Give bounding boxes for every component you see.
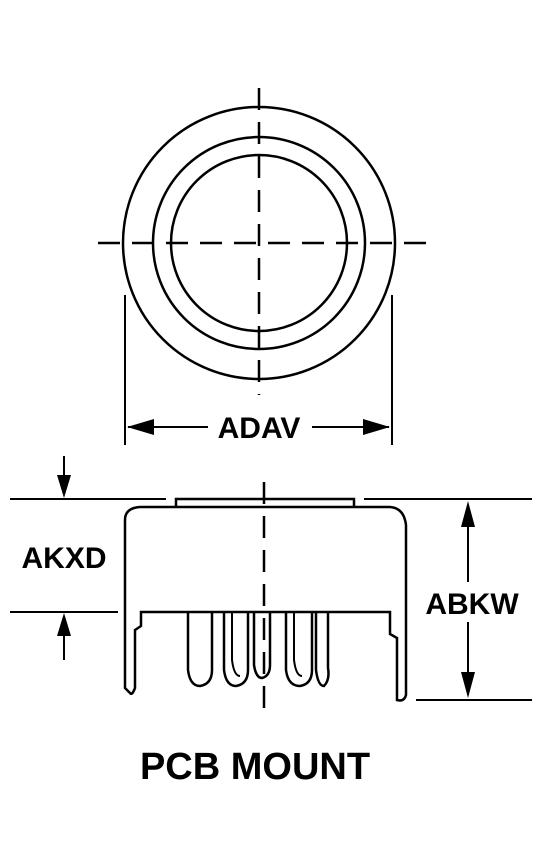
diameter-dimension: ADAV: [124, 295, 393, 445]
pin-2-inner: [231, 612, 241, 677]
top-height-label: AKXD: [21, 542, 106, 575]
top-height-dimension: AKXD: [10, 456, 166, 660]
pin-5: [314, 612, 330, 688]
pin-3: [252, 612, 272, 680]
side-view: [123, 482, 408, 708]
arrowhead-right: [363, 419, 390, 435]
arrowhead-up: [461, 501, 475, 527]
pin-4-inner: [293, 612, 303, 677]
total-height-label: ABKW: [425, 588, 519, 621]
arrowhead-bottom: [57, 613, 71, 636]
arrowhead-left: [127, 419, 154, 435]
total-height-dimension: ABKW: [364, 498, 532, 701]
pin-4: [284, 612, 314, 688]
figure-caption: PCB MOUNT: [140, 746, 370, 788]
pin-2: [222, 612, 250, 688]
pin-1: [186, 612, 214, 688]
housing-profile: [123, 505, 408, 702]
top-view: [98, 88, 428, 395]
arrowhead-top: [57, 475, 71, 498]
top-cap: [174, 497, 356, 507]
arrowhead-down: [461, 672, 475, 698]
diameter-label: ADAV: [218, 412, 301, 445]
